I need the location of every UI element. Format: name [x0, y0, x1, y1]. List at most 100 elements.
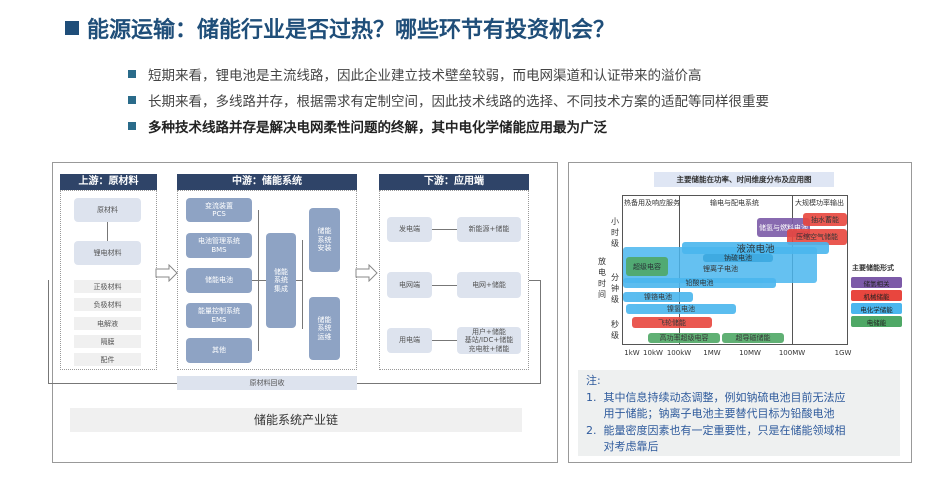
bullet-1: 短期来看，锂电池是主流线路，因此企业建立技术壁垒较弱，而电网渠道和认证带来的溢价… [128, 64, 702, 84]
bar-compressed-air: 压缩空气储能 [787, 229, 847, 245]
bar-pumped-hydro: 抽水蓄能 [803, 213, 847, 226]
generation-app: 新能源+储能 [457, 217, 521, 242]
bar-nas: 钠硫电池 [703, 254, 773, 262]
plot-area [622, 195, 848, 345]
hollow-arrow-icon [355, 264, 378, 282]
grid-app: 电网+储能 [457, 272, 521, 298]
title-square-icon [65, 21, 79, 35]
bullet-icon [128, 122, 136, 130]
chart-panel [568, 162, 912, 463]
title-text: 能源运输：储能行业是否过热？哪些环节有投资机会？ [87, 18, 616, 43]
loop-line [529, 280, 541, 281]
loop-line [357, 383, 541, 384]
note-item: 1. 其中信息持续动态调整，例如钠硫电池目前无法应 用于储能；钠离子电池主要替代… [586, 390, 846, 421]
notes-title: 注: [586, 374, 601, 387]
label: 能量控制系统 [198, 307, 240, 316]
legend-hydrogen: 储氢相关 [851, 277, 902, 288]
x-tick: 100MW [778, 349, 806, 357]
page-title: 能源运输：储能行业是否过热？哪些环节有投资机会？ [65, 12, 615, 44]
label: 变流装置 [205, 201, 233, 210]
legend-title: 主要储能形式 [852, 264, 894, 272]
grid-side: 电网端 [387, 272, 432, 298]
downstream-box [379, 190, 529, 370]
integration-box: 储能系统集成 [266, 233, 296, 328]
connector [252, 280, 266, 281]
generation-side: 发电端 [387, 217, 432, 242]
y-tick: 分钟级 [611, 273, 619, 304]
midstream-box [177, 190, 357, 370]
loop-line [48, 280, 49, 384]
legend-electrochemical: 电化学储能 [851, 303, 902, 314]
recycle-box: 原材料回收 [177, 376, 357, 390]
loop-line [540, 280, 541, 384]
material-item: 负极材料 [74, 298, 141, 311]
bullet-text: 多种技术线路并存是解决电网柔性问题的终解，其中电化学储能应用最为广泛 [148, 120, 607, 136]
y-tick: 小时级 [611, 217, 619, 248]
label: BMS [211, 245, 227, 254]
arrow-line [432, 229, 457, 230]
upstream-header: 上游：原材料 [60, 174, 157, 190]
bullet-text: 长期来看，多线路并存，根据需求有定制空间，因此技术线路的选择、不同技术方案的适配… [148, 94, 769, 110]
chart-title: 主要储能在功率、时间维度分布及应用图 [654, 172, 834, 187]
label: 电池管理系统 [198, 237, 240, 246]
bar-lead-acid: 铅酸电池 [623, 278, 776, 288]
x-tick: 1kW [624, 349, 640, 357]
zone-label: 大规模功率输出 [795, 199, 844, 207]
bar-nimh: 镍氢电池 [626, 304, 736, 314]
bar-flow-battery: 液流电池 [682, 242, 829, 255]
raw-material-box: 原材料 [74, 198, 141, 222]
x-tick: 10MW [739, 349, 761, 357]
x-tick: 100kW [666, 349, 692, 357]
legend-mechanical: 机械储能 [851, 290, 902, 301]
industry-chain-panel [52, 162, 558, 463]
x-tick: 10kW [643, 349, 663, 357]
label-lithium-ion: 锂离子电池 [703, 265, 738, 273]
label: EMS [211, 315, 227, 324]
other-box: 其他 [186, 338, 252, 363]
bullet-icon [128, 70, 136, 78]
x-tick: 1GW [834, 349, 852, 357]
li-material-box: 锂电材料 [74, 241, 141, 265]
bar-supercapacitor: 超级电容 [626, 257, 668, 276]
bar-flywheel: 飞轮储能 [632, 317, 712, 328]
downstream-header: 下游：应用端 [379, 174, 529, 190]
upstream-box [60, 190, 157, 370]
bar-smes: 超导磁储能 [722, 333, 784, 343]
install-box: 储能系统安装 [309, 208, 340, 272]
note-item: 2. 能量密度因素也有一定重要性，只是在储能领域相 对考虑靠后 [586, 423, 846, 454]
notes-box: 注: 1. 其中信息持续动态调整，例如钠硫电池目前无法应 用于储能；钠离子电池主… [578, 370, 900, 456]
zone-label: 输电与配电系统 [710, 199, 759, 207]
material-item: 电解液 [74, 317, 141, 330]
connector [296, 280, 302, 281]
material-item: 正极材料 [74, 280, 141, 293]
operate-box: 储能系统运维 [309, 297, 340, 360]
y-tick: 秒级 [611, 320, 619, 340]
consumer-app: 用户+储能 基站/IDC+储能 充电桩+储能 [457, 327, 521, 354]
material-item: 配件 [74, 353, 141, 366]
label: PCS [212, 210, 226, 218]
bullet-3: 多种技术线路并存是解决电网柔性问题的终解，其中电化学储能应用最为广泛 [128, 116, 607, 136]
loop-line [48, 383, 177, 384]
arrow-line [432, 285, 457, 286]
bar-nicd: 镍铬电池 [623, 292, 693, 302]
hollow-arrow-icon [155, 264, 178, 282]
arrow-line [107, 222, 108, 241]
zone-label: 热备用及响应服务 [624, 199, 680, 207]
midstream-header: 中游：储能系统 [177, 174, 357, 190]
bullet-2: 长期来看，多线路并存，根据需求有定制空间，因此技术线路的选择、不同技术方案的适配… [128, 90, 769, 110]
bar-hp-supercap: 高功率超级电容 [648, 333, 720, 343]
bullet-icon [128, 96, 136, 104]
battery-box: 储能电池 [186, 268, 252, 293]
bullet-text: 短期来看，锂电池是主流线路，因此企业建立技术壁垒较弱，而电网渠道和认证带来的溢价… [148, 68, 702, 84]
x-tick: 1MW [703, 349, 721, 357]
legend-electrical: 电储能 [851, 316, 902, 327]
material-item: 隔膜 [74, 335, 141, 348]
y-axis-label: 放电时间 [598, 257, 606, 299]
connector [302, 240, 303, 329]
arrow-line [432, 340, 457, 341]
chain-caption: 储能系统产业链 [70, 408, 522, 432]
consumer-side: 用电端 [387, 328, 432, 353]
